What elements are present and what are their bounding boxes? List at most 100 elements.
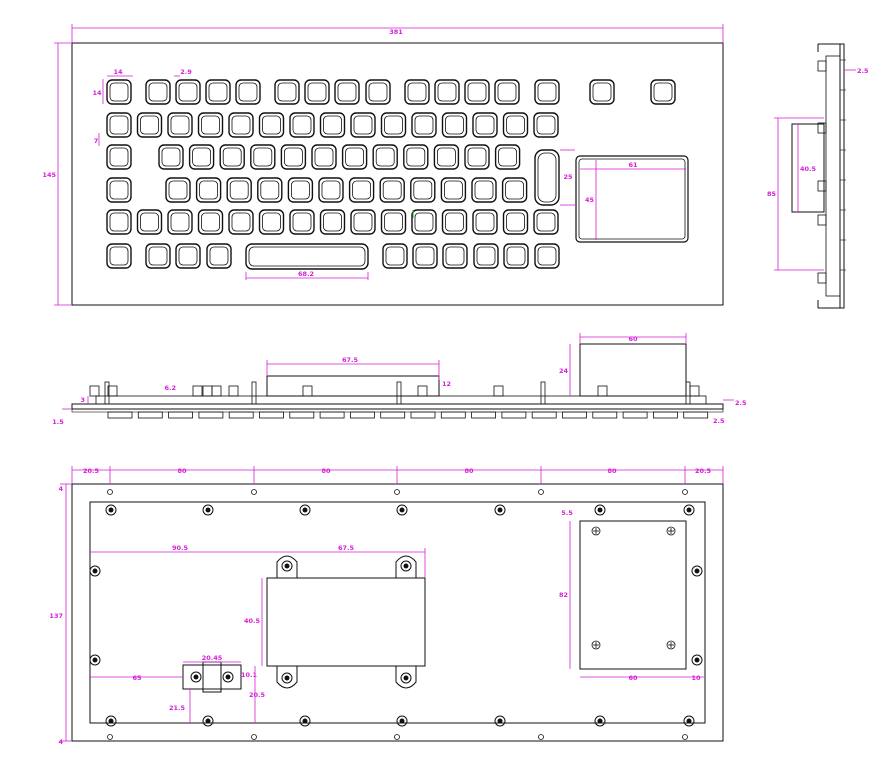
screw [202, 715, 214, 727]
key [206, 243, 232, 269]
dim-side-key: 14 [92, 89, 102, 97]
front-key [168, 411, 194, 419]
screw-core [108, 718, 114, 724]
screw-core [92, 657, 98, 663]
pad-screw [666, 526, 676, 536]
screw-core [597, 507, 603, 513]
screw [594, 715, 606, 727]
key [319, 112, 346, 138]
key-inner [506, 115, 525, 135]
key [380, 112, 407, 138]
key-inner [109, 180, 129, 200]
key [106, 243, 132, 269]
key-inner [192, 147, 212, 167]
key-inner [337, 82, 357, 102]
connector-screw-core [225, 674, 231, 680]
key-inner [201, 212, 220, 232]
screw-core [686, 507, 692, 513]
key-inner [345, 147, 365, 167]
screw [89, 565, 101, 577]
side-bolts [817, 59, 846, 284]
dim-front-right-a: 2.5 [735, 399, 747, 407]
connector-screw-core [193, 674, 199, 680]
bracket-screw-core [403, 563, 409, 569]
dim-conn-width: 20.45 [202, 654, 223, 662]
bracket-screw [400, 560, 412, 572]
screw [105, 504, 117, 516]
bottom-pad-plate [579, 520, 687, 670]
pad-screw [591, 526, 601, 536]
key-inner [168, 180, 188, 200]
key [235, 79, 261, 105]
key [502, 112, 529, 138]
bracket-screw [281, 672, 293, 684]
key-inner [199, 180, 219, 200]
key-inner [140, 115, 159, 135]
key [257, 177, 283, 203]
bottom-outline [71, 483, 724, 742]
key [319, 209, 346, 235]
key [410, 177, 436, 203]
key [341, 144, 368, 170]
dim-margin-right: 20.5 [695, 467, 712, 475]
key-inner [445, 246, 465, 266]
front-key [259, 411, 284, 419]
key [411, 209, 437, 235]
key-inner [368, 82, 388, 102]
key-inner [437, 82, 457, 102]
key [318, 177, 344, 203]
key [433, 144, 460, 170]
key [464, 144, 490, 170]
key [136, 112, 163, 138]
dim-side-height: 85 [767, 190, 777, 198]
key-inner [262, 115, 281, 135]
dim-conn-bottom-b: 20.5 [249, 691, 266, 699]
front-bolt [211, 385, 222, 397]
key-inner [536, 212, 556, 232]
top-view: 381 145 14 2.9 14 7 68.2 61 45 25 [42, 24, 724, 306]
key-inner [506, 212, 525, 232]
key-inner [506, 246, 526, 266]
dim-bracket-height: 40.5 [244, 617, 261, 625]
trackpad [575, 155, 689, 243]
dim-edge: 7 [94, 137, 99, 145]
key [473, 243, 499, 269]
dim-pitch-2: 80 [321, 467, 331, 475]
dim-edge-bottom: 4 [58, 738, 63, 746]
dim-front-module-width: 67.5 [342, 356, 359, 364]
key-inner [262, 212, 281, 232]
front-key [501, 411, 527, 419]
front-key [107, 411, 133, 419]
spacebar-key-inner [248, 246, 366, 267]
dim-overall-height: 145 [42, 171, 56, 179]
key-inner [384, 212, 403, 232]
screw-core [205, 718, 211, 724]
key [472, 112, 498, 138]
key-inner [537, 82, 557, 102]
bottom-view: 20.5 80 80 80 80 20.5 137 4 4 90.5 67.5 … [49, 466, 724, 746]
mount-hole [538, 489, 544, 495]
front-bolt [689, 385, 700, 397]
screw [105, 715, 117, 727]
key-inner [253, 147, 273, 167]
front-key [622, 411, 648, 419]
dim-front-right-b: 2.5 [713, 417, 725, 425]
front-bolt [417, 385, 428, 397]
pad-screw [666, 640, 676, 650]
bottom-holes [89, 489, 703, 740]
key [158, 144, 184, 170]
key [533, 209, 559, 235]
key-inner [209, 246, 229, 266]
key [289, 209, 315, 235]
side-bolt [817, 272, 827, 284]
screw-core [302, 718, 308, 724]
key-inner [476, 246, 496, 266]
key [412, 243, 438, 269]
key-inner [238, 82, 258, 102]
mount-hole [251, 734, 257, 740]
dim-edge-top: 4 [58, 485, 63, 493]
front-post [104, 381, 110, 405]
front-bolt [493, 385, 504, 397]
front-key [592, 411, 618, 419]
dim-side-module: 40.5 [800, 165, 817, 173]
